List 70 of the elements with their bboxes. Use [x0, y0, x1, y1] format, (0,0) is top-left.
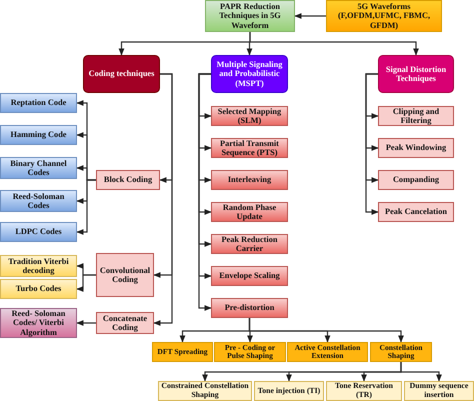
process-box: [211, 170, 288, 190]
process-box: [0, 279, 77, 299]
box-label: Block Coding: [104, 175, 152, 185]
process-box: [214, 342, 286, 362]
box-label: Peak Reduction Carrier: [220, 234, 278, 254]
process-box: [0, 222, 77, 242]
box-label: Concatenate Coding: [102, 314, 148, 332]
process-box: [211, 298, 288, 318]
process-box: [211, 138, 288, 158]
process-box: [152, 342, 213, 362]
process-box: [287, 342, 368, 362]
arrow: [294, 13, 326, 19]
box-label: Signal Distortion Techniques: [384, 64, 448, 84]
process-box: [378, 202, 454, 222]
box-label: Partial Transmit Sequence (PTS): [219, 138, 280, 158]
process-box: [0, 308, 77, 338]
box-label: Reed- Soloman Codes/ Viterbi Algorithm: [10, 309, 66, 337]
box-label: Random Phase Update: [222, 202, 278, 222]
process-box: [96, 170, 160, 190]
process-box: [326, 381, 402, 401]
box-label: Multiple Signaling and Probabilistic (MSPT): [216, 60, 284, 88]
arrow: [76, 179, 96, 235]
arrow: [249, 32, 419, 56]
process-box: [211, 202, 288, 222]
process-box: [0, 157, 77, 179]
process-box: [378, 106, 454, 126]
box-label: Coding techniques: [88, 69, 154, 79]
box-label: Turbo Codes: [16, 284, 62, 294]
process-box: [211, 266, 288, 286]
box-label: Pre-distortion: [224, 303, 274, 313]
box-label: Binary Channel Codes: [9, 158, 68, 178]
process-box: [404, 381, 474, 401]
box-label: Convolutional Coding: [99, 266, 151, 284]
box-label: Peak Cancelation: [385, 207, 447, 217]
box-label: Hamming Code: [10, 130, 66, 140]
process-box: [83, 55, 160, 93]
box-label: LDPC Codes: [15, 227, 62, 237]
process-box: [211, 55, 288, 93]
process-box: [211, 234, 288, 254]
box-label: Envelope Scaling: [219, 271, 280, 281]
arrow: [365, 73, 379, 215]
box-label: Interleaving: [228, 175, 272, 185]
box-label: Tradition Viterbi decoding: [7, 256, 70, 276]
arrow: [400, 362, 442, 382]
box-label: Peak Windowing: [386, 143, 446, 153]
process-box: [378, 138, 454, 158]
process-box: [0, 255, 77, 277]
box-label: Selected Mapping (SLM): [216, 106, 282, 126]
process-box: [378, 55, 454, 93]
process-box: [370, 342, 432, 362]
process-box: [0, 190, 77, 212]
process-box: [0, 125, 77, 145]
process-box: [326, 0, 442, 32]
box-label: Reptation Code: [10, 98, 66, 108]
box-label: Reed-Soloman Codes: [12, 192, 66, 210]
box-label: 5G Waveforms (F,OFDM,UFMC, FBMC, GFDM): [336, 2, 432, 30]
arrow: [76, 320, 96, 326]
arrow: [76, 274, 96, 292]
arrow: [153, 73, 173, 326]
process-box: [254, 381, 324, 401]
process-box: [96, 312, 154, 334]
box-label: Companding: [392, 175, 440, 185]
process-box: [0, 93, 77, 113]
box-label: Clipping and Filtering: [392, 106, 440, 126]
process-box: [378, 170, 454, 190]
process-box: [205, 0, 295, 32]
process-box: [96, 253, 154, 297]
arrow: [248, 318, 404, 343]
process-box: [211, 106, 288, 126]
box-label: PAPR Reduction Techniques in 5G Waveform: [218, 2, 282, 30]
